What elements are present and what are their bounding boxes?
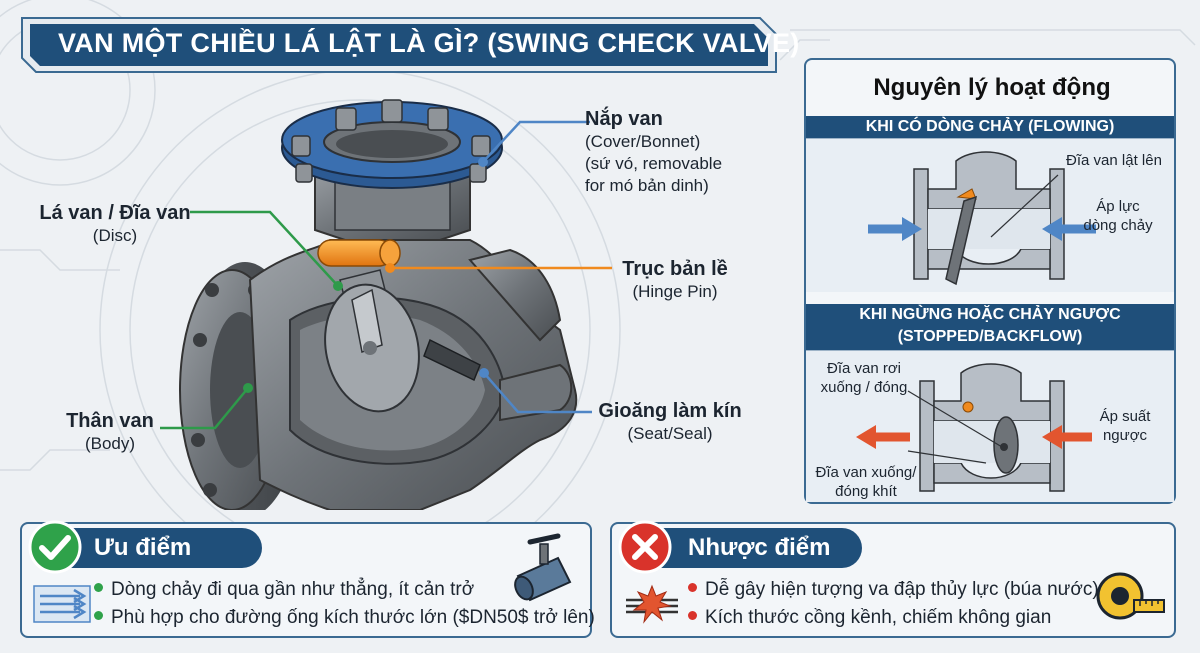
cover-label: Nắp van (Cover/Bonnet) (sứ vó, removable… (585, 108, 723, 195)
pros-box: Ưu điểm Dòng chảy đi qua gần như thẳng, … (20, 520, 595, 638)
flowing-illustration (868, 151, 1096, 286)
body-label: Thân van (Body) (66, 410, 154, 453)
water-hammer-icon (626, 584, 678, 624)
backflow-heading: KHI NGỪNG HOẶC CHẢY NGƯỢC (STOPPED/BACKF… (806, 304, 1174, 350)
list-item: Kích thước cồng kềnh, chiếm không gian (688, 604, 1099, 632)
flow-arrows-icon (33, 585, 91, 623)
valve-diagram: Nắp van (Cover/Bonnet) (sứ vó, removable… (0, 90, 800, 518)
valve-illustration (160, 99, 612, 518)
backflow-illustration (856, 363, 1092, 492)
hinge-pin-label: Trục bản lề (Hinge Pin) (622, 258, 728, 301)
cross-icon (618, 520, 672, 574)
hinge-pin (317, 239, 401, 267)
backflow-section: Đĩa van rơi xuống / đóng Áp suất ngược Đ… (806, 350, 1174, 502)
flowing-heading: KHI CÓ DÒNG CHẢY (FLOWING) (806, 116, 1174, 138)
list-item: Phù hợp cho đường ống kích thước lớn ($D… (94, 604, 595, 632)
disc-closed-label: Đĩa van xuống/ đóng khít (815, 464, 917, 500)
list-item: Dễ gây hiện tượng va đập thủy lực (búa n… (688, 576, 1099, 604)
page-title: VAN MỘT CHIỀU LÁ LẬT LÀ GÌ? (SWING CHECK… (58, 28, 800, 58)
pros-list: Dòng chảy đi qua gần như thẳng, ít cản t… (94, 576, 595, 632)
title-banner: VAN MỘT CHIỀU LÁ LẬT LÀ GÌ? (SWING CHECK… (18, 14, 800, 76)
list-item: Dòng chảy đi qua gần như thẳng, ít cản t… (94, 576, 595, 604)
reverse-pressure-label: Áp suất ngược (1099, 408, 1151, 444)
cons-box: Nhược điểm Dễ gây hiện tượng va đập thủy… (610, 520, 1176, 638)
pros-heading: Ưu điểm (62, 528, 262, 568)
operating-principle-panel: Nguyên lý hoạt động KHI CÓ DÒNG CHẢY (FL… (804, 58, 1176, 504)
pipe-valve-icon (514, 533, 572, 602)
bolts (291, 99, 491, 183)
tape-measure-icon (1096, 572, 1165, 620)
cons-list: Dễ gây hiện tượng va đập thủy lực (búa n… (688, 576, 1099, 632)
disc-label: Lá van / Đĩa van (Disc) (39, 202, 191, 245)
seat-ring (423, 338, 481, 382)
cons-heading: Nhược điểm (652, 528, 862, 568)
disc-falls-label: Đĩa van rơi xuống / đóng (820, 360, 908, 396)
flowing-section: Đĩa van lật lên Áp lực dòng chảy (806, 138, 1174, 292)
seat-label: Gioăng làm kín (Seat/Seal) (598, 400, 742, 443)
flowing-pressure-label: Áp lực dòng chảy (1083, 198, 1153, 234)
flowing-disc-label: Đĩa van lật lên (1066, 152, 1162, 169)
check-icon (28, 520, 82, 574)
swing-disc (324, 269, 420, 413)
panel-title: Nguyên lý hoạt động (873, 74, 1111, 101)
